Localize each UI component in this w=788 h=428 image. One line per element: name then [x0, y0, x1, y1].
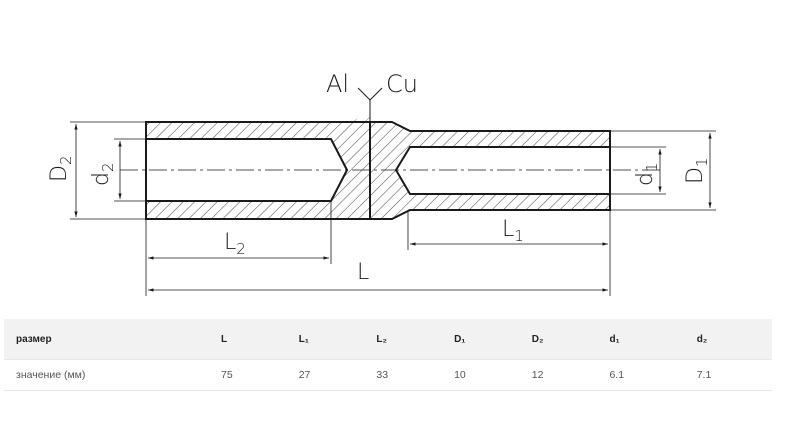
row-label-header: размер	[4, 319, 209, 360]
L-label: L	[357, 260, 369, 285]
L1-subscript: 1	[514, 227, 524, 245]
L2-subscript: 2	[236, 240, 246, 258]
specs-table: размер L L₁ L₂ D₁ D₂ d₁ d₂ значение (мм)…	[4, 319, 772, 391]
dimension-L2: L2	[145, 201, 332, 296]
D1-label: D	[683, 167, 708, 184]
dimension-D1: D1	[610, 130, 716, 211]
svg-text:L1: L1	[502, 217, 524, 245]
col-header-L1: L₁	[286, 319, 365, 360]
d1-label: d	[633, 172, 658, 186]
value-d1: 6.1	[597, 359, 685, 391]
value-d2: 7.1	[684, 359, 772, 391]
dimension-D2: D2	[47, 121, 146, 220]
D1-subscript: 1	[693, 158, 711, 168]
value-L: 75	[209, 359, 287, 391]
sleeve-drawing: Al Cu D2 d2 d1 D1	[47, 70, 716, 296]
col-header-d2: d₂	[684, 319, 772, 360]
right-bore	[394, 146, 611, 195]
value-D1: 10	[442, 359, 520, 391]
value-L1: 27	[286, 359, 365, 391]
svg-text:d1: d1	[633, 162, 661, 186]
col-header-D2: D₂	[519, 319, 598, 360]
material-al-label: Al	[326, 70, 349, 98]
d1-subscript: 1	[643, 162, 661, 172]
col-header-L2: L₂	[364, 319, 443, 360]
L2-label: L	[224, 230, 236, 255]
sleeve-body	[120, 110, 660, 220]
col-header-D1: D₁	[442, 319, 520, 360]
dimension-L: L	[148, 260, 608, 292]
specs-values-row: значение (мм) 75 27 33 10 12 6.1 7.1	[4, 359, 772, 391]
D2-label: D	[47, 165, 72, 182]
dimension-d2: d2	[89, 138, 146, 202]
row-label-values: значение (мм)	[4, 359, 209, 391]
d2-label: d	[89, 172, 114, 186]
col-header-d1: d₁	[597, 319, 685, 360]
svg-text:L2: L2	[224, 230, 246, 258]
dimension-L1: L1	[407, 210, 611, 296]
svg-text:d2: d2	[89, 162, 117, 186]
col-header-L: L	[209, 319, 287, 360]
material-cu-label: Cu	[386, 70, 418, 98]
value-L2: 33	[364, 359, 443, 391]
value-D2: 12	[519, 359, 598, 391]
material-callout: Al Cu	[326, 70, 418, 122]
specs-header-row: размер L L₁ L₂ D₁ D₂ d₁ d₂	[4, 319, 772, 360]
d2-subscript: 2	[99, 162, 117, 172]
svg-text:D1: D1	[683, 158, 711, 185]
dimension-d1: d1	[610, 146, 666, 195]
D2-subscript: 2	[57, 156, 75, 166]
svg-text:D2: D2	[47, 156, 75, 183]
L1-label: L	[502, 217, 514, 242]
